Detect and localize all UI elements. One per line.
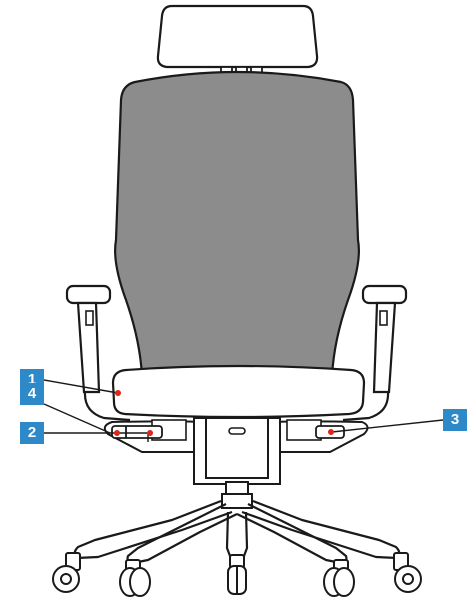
callout-markers xyxy=(114,390,334,436)
marker-2 xyxy=(147,430,153,436)
left-armrest xyxy=(65,284,131,422)
caster-center xyxy=(227,554,247,595)
casters xyxy=(52,552,422,597)
callout-badge-3: 3 xyxy=(443,409,467,431)
seat-cushion xyxy=(111,364,366,419)
callout-badge-4: 4 xyxy=(20,383,44,405)
marker-4 xyxy=(114,430,120,436)
star-base xyxy=(73,499,401,565)
caster-far-left xyxy=(52,552,81,593)
seat-mechanism xyxy=(103,417,369,485)
callout-badge-2: 2 xyxy=(20,422,44,444)
backrest-mesh xyxy=(114,70,360,378)
caster-far-right xyxy=(393,552,422,593)
right-armrest xyxy=(342,284,408,422)
gas-cylinder xyxy=(221,481,253,509)
caster-right xyxy=(323,559,355,597)
headrest xyxy=(156,4,319,69)
caster-left xyxy=(119,559,151,597)
marker-3 xyxy=(328,429,334,435)
marker-1 xyxy=(115,390,121,396)
